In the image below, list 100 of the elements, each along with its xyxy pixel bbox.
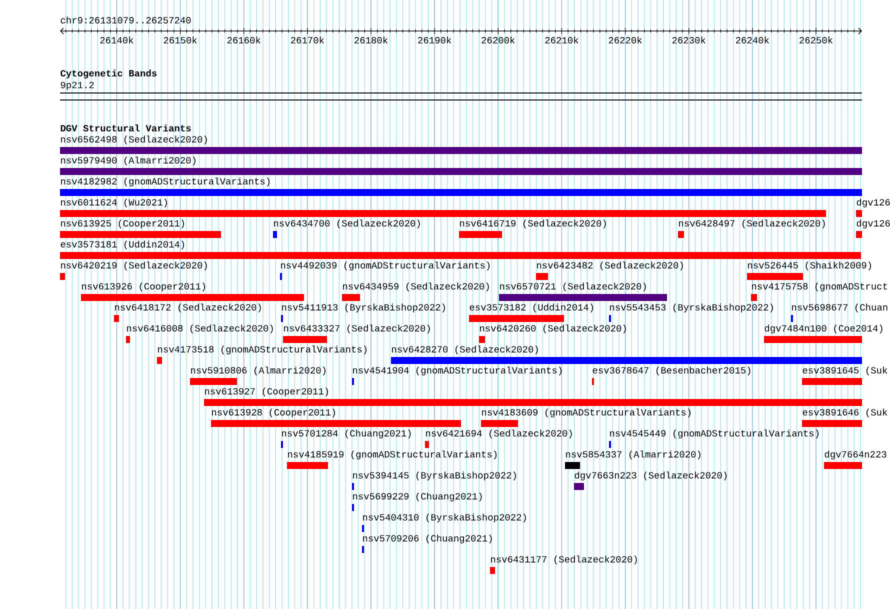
- node-label: nsv5543453 (ByrskaBishop2022): [610, 304, 773, 312]
- variant-feature: nsv4541904 (gnomADStructuralVariants): [352, 366, 562, 385]
- variant-feature: esv3678647 (Besenbacher2015): [592, 366, 750, 385]
- variant-feature: nsv6421694 (Sedlazeck2020): [425, 430, 572, 448]
- node-label: esv3678647 (Besenbacher2015): [592, 366, 750, 376]
- node-label: nsv4182982 (gnomADStructuralVariants): [61, 178, 270, 186]
- variant-feature: nsv5699229 (Chuang2021): [352, 492, 482, 511]
- variant-feature: nsv6431177 (Sedlazeck2020): [490, 556, 637, 574]
- node-label: nsv6011624 (Wu2021): [61, 198, 167, 208]
- variant-feature: nsv5394145 (ByrskaBishop2022): [352, 472, 516, 490]
- node-label: dgv126: [856, 220, 890, 228]
- variant-feature: esv3573181 (Uddin2014): [60, 240, 861, 259]
- variant-feature: nsv4492039 (gnomADStructuralVariants): [280, 262, 490, 280]
- variant-feature: nsv6434959 (Sedlazeck2020): [342, 282, 489, 301]
- node-label: nsv4492039 (gnomADStructuralVariants): [281, 262, 490, 270]
- node-label: dgv7484n100 (Coe2014): [764, 324, 882, 334]
- node-label: dgv7664n223: [824, 450, 886, 460]
- variant-feature: nsv5411913 (ByrskaBishop2022): [281, 304, 445, 322]
- node-label: nsv5854337 (Almarri2020): [566, 450, 700, 460]
- node-label: esv3573182 (Uddin2014): [470, 304, 594, 312]
- variant-feature: nsv4173518 (gnomADStructuralVariants): [157, 346, 367, 364]
- tick-label: 26240k: [736, 36, 770, 44]
- node-label: dgv7663n223 (Sedlazeck2020): [574, 472, 727, 480]
- node-label: nsv613928 (Cooper2011): [212, 408, 336, 418]
- tick-label: 26170k: [291, 36, 324, 44]
- tick-label: 26230k: [672, 36, 706, 44]
- tick-label: 26200k: [482, 36, 515, 44]
- variant-feature: nsv6416008 (Sedlazeck2020): [126, 324, 273, 343]
- node-label: nsv5709206 (Chuang2021): [363, 534, 492, 544]
- node-label: nsv6431177 (Sedlazeck2020): [491, 556, 637, 564]
- node-label: nsv6418172 (Sedlazeck2020): [115, 304, 261, 312]
- variant-feature: nsv6428270 (Sedlazeck2020): [391, 346, 862, 364]
- node-label: nsv4541904 (gnomADStructuralVariants): [353, 366, 562, 376]
- variant-feature: nsv5543453 (ByrskaBishop2022): [609, 304, 773, 322]
- variant-feature: esv3891646 (Suk: [802, 408, 888, 427]
- node-label: nsv4185919 (gnomADStructuralVariants): [288, 450, 497, 460]
- tick-label: 26250k: [800, 36, 833, 44]
- node-label: nsv6434959 (Sedlazeck2020): [343, 282, 489, 292]
- node-label: nsv6423482 (Sedlazeck2020): [537, 262, 683, 270]
- node-label: nsv6428497 (Sedlazeck2020): [679, 220, 825, 228]
- node-label: nsv6416719 (Sedlazeck2020): [460, 220, 606, 228]
- node-label: nsv5701284 (Chuang2021): [282, 430, 411, 438]
- tick-label: 26220k: [608, 36, 642, 44]
- node-label: nsv613925 (Cooper2011): [61, 220, 184, 228]
- variant-feature: dgv7664n223: [824, 450, 886, 469]
- variant-feature: nsv4185919 (gnomADStructuralVariants): [287, 450, 497, 469]
- variant-feature: nsv6428497 (Sedlazeck2020): [678, 220, 825, 238]
- variant-feature: nsv6423482 (Sedlazeck2020): [536, 262, 683, 280]
- node-label: nsv613926 (Cooper2011): [82, 282, 206, 292]
- variant-feature: nsv613928 (Cooper2011): [211, 408, 461, 427]
- node-label: esv3891645 (Suk: [802, 366, 888, 376]
- node-label: nsv5979490 (Almarri2020): [61, 156, 196, 166]
- node-label: nsv6428270 (Sedlazeck2020): [392, 346, 538, 354]
- variant-feature: nsv6418172 (Sedlazeck2020): [114, 304, 261, 322]
- node-label: nsv613927 (Cooper2011): [205, 388, 328, 396]
- node-label: nsv4183609 (gnomADStructuralVariants): [482, 408, 691, 418]
- variant-feature: nsv613926 (Cooper2011): [81, 282, 304, 301]
- node-label: esv3573181 (Uddin2014): [60, 240, 184, 250]
- node-label: nsv526445 (Shaikh2009): [748, 262, 872, 270]
- variant-feature: nsv613927 (Cooper2011): [204, 388, 862, 406]
- variant-feature: nsv6562498 (Sedlazeck2020): [60, 136, 862, 154]
- node-label: esv3891646 (Suk: [802, 408, 888, 418]
- variant-feature: nsv5698677 (Chuan: [791, 304, 888, 322]
- variant-feature: nsv613925 (Cooper2011): [60, 220, 221, 238]
- variant-feature: nsv4182982 (gnomADStructuralVariants): [60, 178, 862, 196]
- position-label: chr9:26131079..26257240: [60, 16, 191, 24]
- tick-label: 26140k: [100, 36, 134, 44]
- node-label: dgv126: [856, 198, 890, 208]
- variant-feature: nsv5701284 (Chuang2021): [281, 430, 411, 448]
- variant-feature: dgv126: [856, 220, 890, 238]
- node-label: nsv4175758 (gnomADStruct: [752, 282, 888, 292]
- variant-feature: nsv4183609 (gnomADStructuralVariants): [481, 408, 691, 427]
- variant-feature: dgv7663n223 (Sedlazeck2020): [574, 472, 727, 490]
- variant-feature: nsv5709206 (Chuang2021): [362, 534, 492, 553]
- variant-feature: nsv5979490 (Almarri2020): [60, 156, 862, 175]
- tick-label: 26180k: [354, 36, 388, 44]
- node-label: nsv5698677 (Chuan: [792, 304, 888, 312]
- variant-feature: nsv526445 (Shaikh2009): [747, 262, 872, 280]
- band-label: 9p21.2: [60, 82, 94, 90]
- variant-feature: nsv6433327 (Sedlazeck2020): [283, 324, 430, 343]
- node-label: nsv6570721 (Sedlazeck2020): [500, 282, 646, 292]
- tick-label: 26190k: [418, 36, 452, 44]
- node-label: nsv4545449 (gnomADStructuralVariants): [610, 430, 819, 438]
- node-label: nsv5411913 (ByrskaBishop2022): [282, 304, 445, 312]
- variant-feature: nsv4545449 (gnomADStructuralVariants): [609, 430, 819, 448]
- variant-feature: nsv6420260 (Sedlazeck2020): [479, 324, 626, 343]
- tick-label: 26150k: [164, 36, 197, 44]
- node-label: nsv6433327 (Sedlazeck2020): [284, 324, 430, 334]
- node-label: nsv6421694 (Sedlazeck2020): [426, 430, 572, 438]
- node-label: nsv6420219 (Sedlazeck2020): [61, 262, 207, 270]
- variant-feature: nsv5910806 (Almarri2020): [190, 366, 326, 385]
- track-title: DGV Structural Variants: [60, 124, 191, 132]
- node-label: nsv6434700 (Sedlazeck2020): [274, 220, 420, 228]
- variant-feature: dgv126: [856, 198, 890, 217]
- variant-feature: nsv5404310 (ByrskaBishop2022): [362, 514, 526, 532]
- variant-feature: nsv5854337 (Almarri2020): [565, 450, 700, 469]
- node-label: nsv5699229 (Chuang2021): [353, 492, 482, 502]
- variant-feature: nsv6416719 (Sedlazeck2020): [459, 220, 606, 238]
- variant-feature: nsv6420219 (Sedlazeck2020): [60, 262, 207, 280]
- node-label: nsv5394145 (ByrskaBishop2022): [353, 472, 516, 480]
